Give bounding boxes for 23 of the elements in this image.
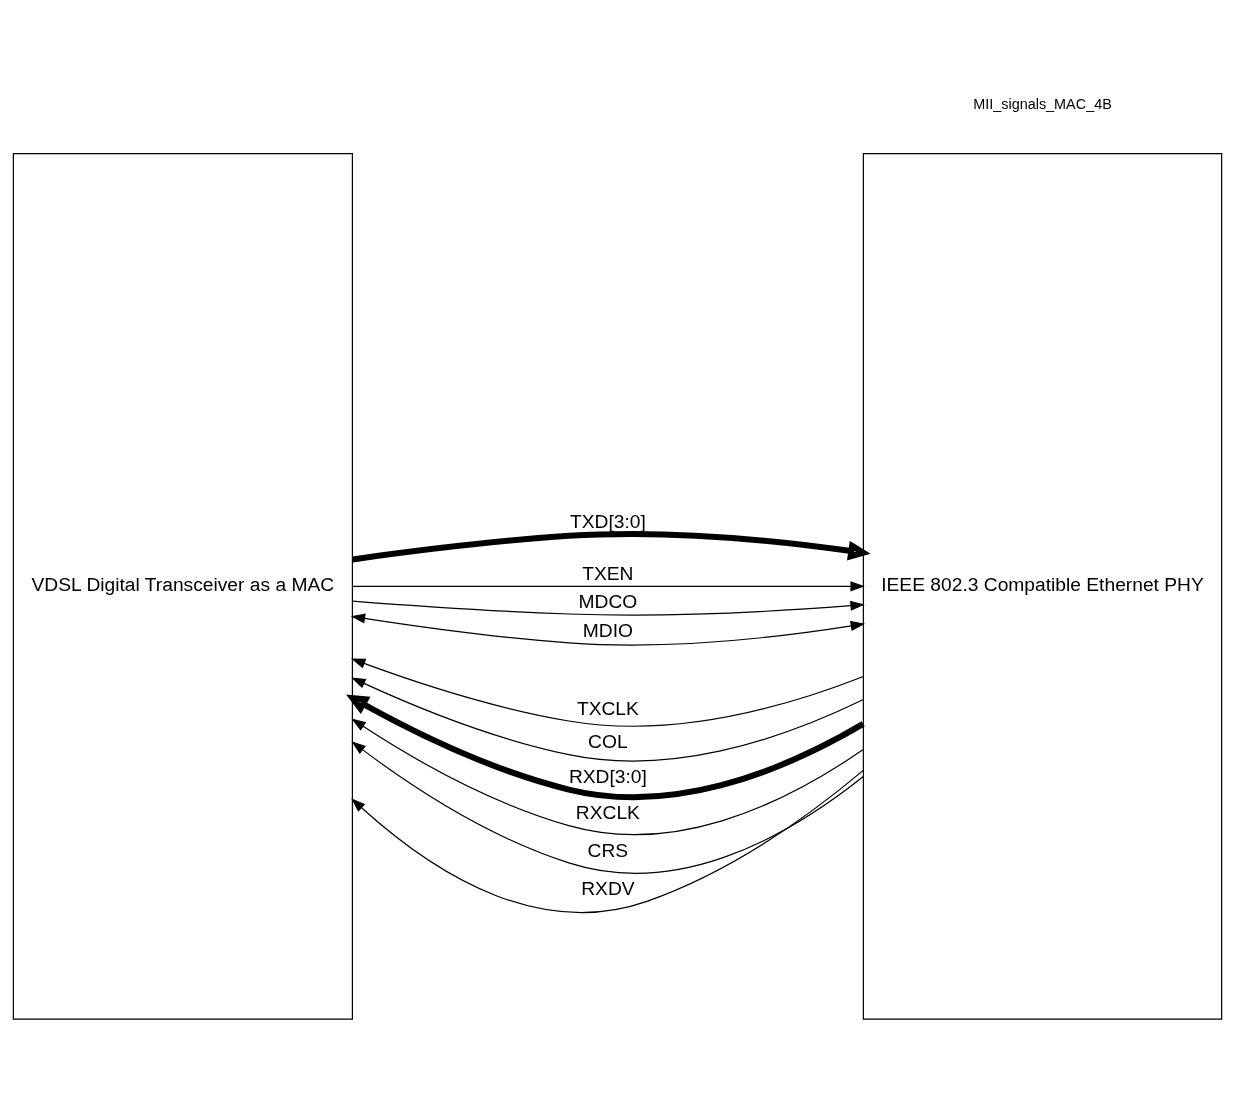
- arrow: [351, 741, 864, 874]
- node-box: VDSL Digital Transceiver as a MAC: [12, 152, 353, 1020]
- arrow: [352, 531, 871, 563]
- arrow: [351, 581, 865, 592]
- arrow: [346, 694, 865, 800]
- label: MII_signals_MAC_4B: [973, 96, 1112, 113]
- edge-label: COL: [588, 731, 628, 753]
- edge-label: CRS: [587, 839, 629, 861]
- edge-label: TXCLK: [576, 697, 639, 719]
- edge-label: MDCO: [578, 590, 638, 612]
- arrow: [351, 600, 865, 616]
- edge-label: RXDV: [581, 878, 635, 900]
- edge-label: TXD[3:0]: [569, 511, 646, 533]
- edge-label: RXD[3:0]: [568, 766, 647, 788]
- arrow: [351, 769, 864, 913]
- arrow: [351, 677, 864, 762]
- edge-label: TXEN: [582, 563, 634, 585]
- edge-label: MDIO: [582, 619, 633, 641]
- edge-label: RXCLK: [575, 802, 640, 824]
- arrow: [351, 658, 864, 727]
- arrow: [350, 613, 866, 646]
- node-box: IEEE 802.3 Compatible Ethernet PHY: [862, 152, 1223, 1020]
- arrow: [351, 718, 864, 835]
